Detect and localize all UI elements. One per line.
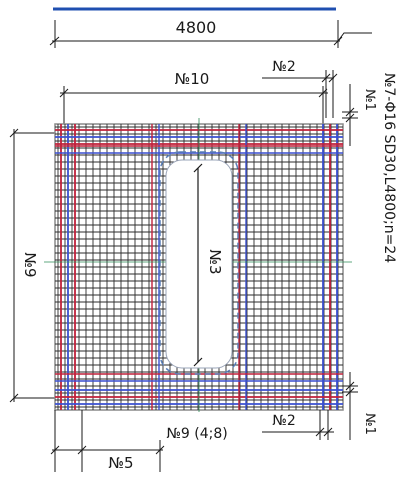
dimension-n3 [193, 163, 203, 367]
dimension-overall-label: 4800 [176, 18, 217, 37]
dimension-n9-left [9, 128, 56, 403]
dimension-n5 [50, 410, 165, 472]
n7-spec-label: №7-Φ16 SD30,L4800;n=24 [381, 73, 397, 263]
dimension-n9-left-label: №9 [21, 252, 39, 277]
dimension-n2-bottom-label: №2 [272, 413, 295, 429]
dimension-n1-top-label: №1 [362, 89, 377, 111]
dimension-n3-label: №3 [206, 249, 224, 274]
dimension-n1-bottom-label: №1 [362, 413, 377, 435]
dimension-n2-top [262, 70, 338, 118]
dimension-n1-bottom [342, 372, 358, 440]
n7-leader-line [337, 32, 372, 42]
dimension-n10 [59, 86, 328, 124]
dimension-n1-top [342, 84, 358, 146]
central-opening [159, 151, 239, 375]
dimension-n2-bottom [262, 410, 334, 440]
n9-bottom-label: №9 (4;8) [166, 426, 227, 442]
dimension-n10-label: №10 [175, 70, 210, 88]
dimension-n5-label: №5 [108, 454, 133, 472]
dimension-n2-top-label: №2 [272, 59, 295, 75]
